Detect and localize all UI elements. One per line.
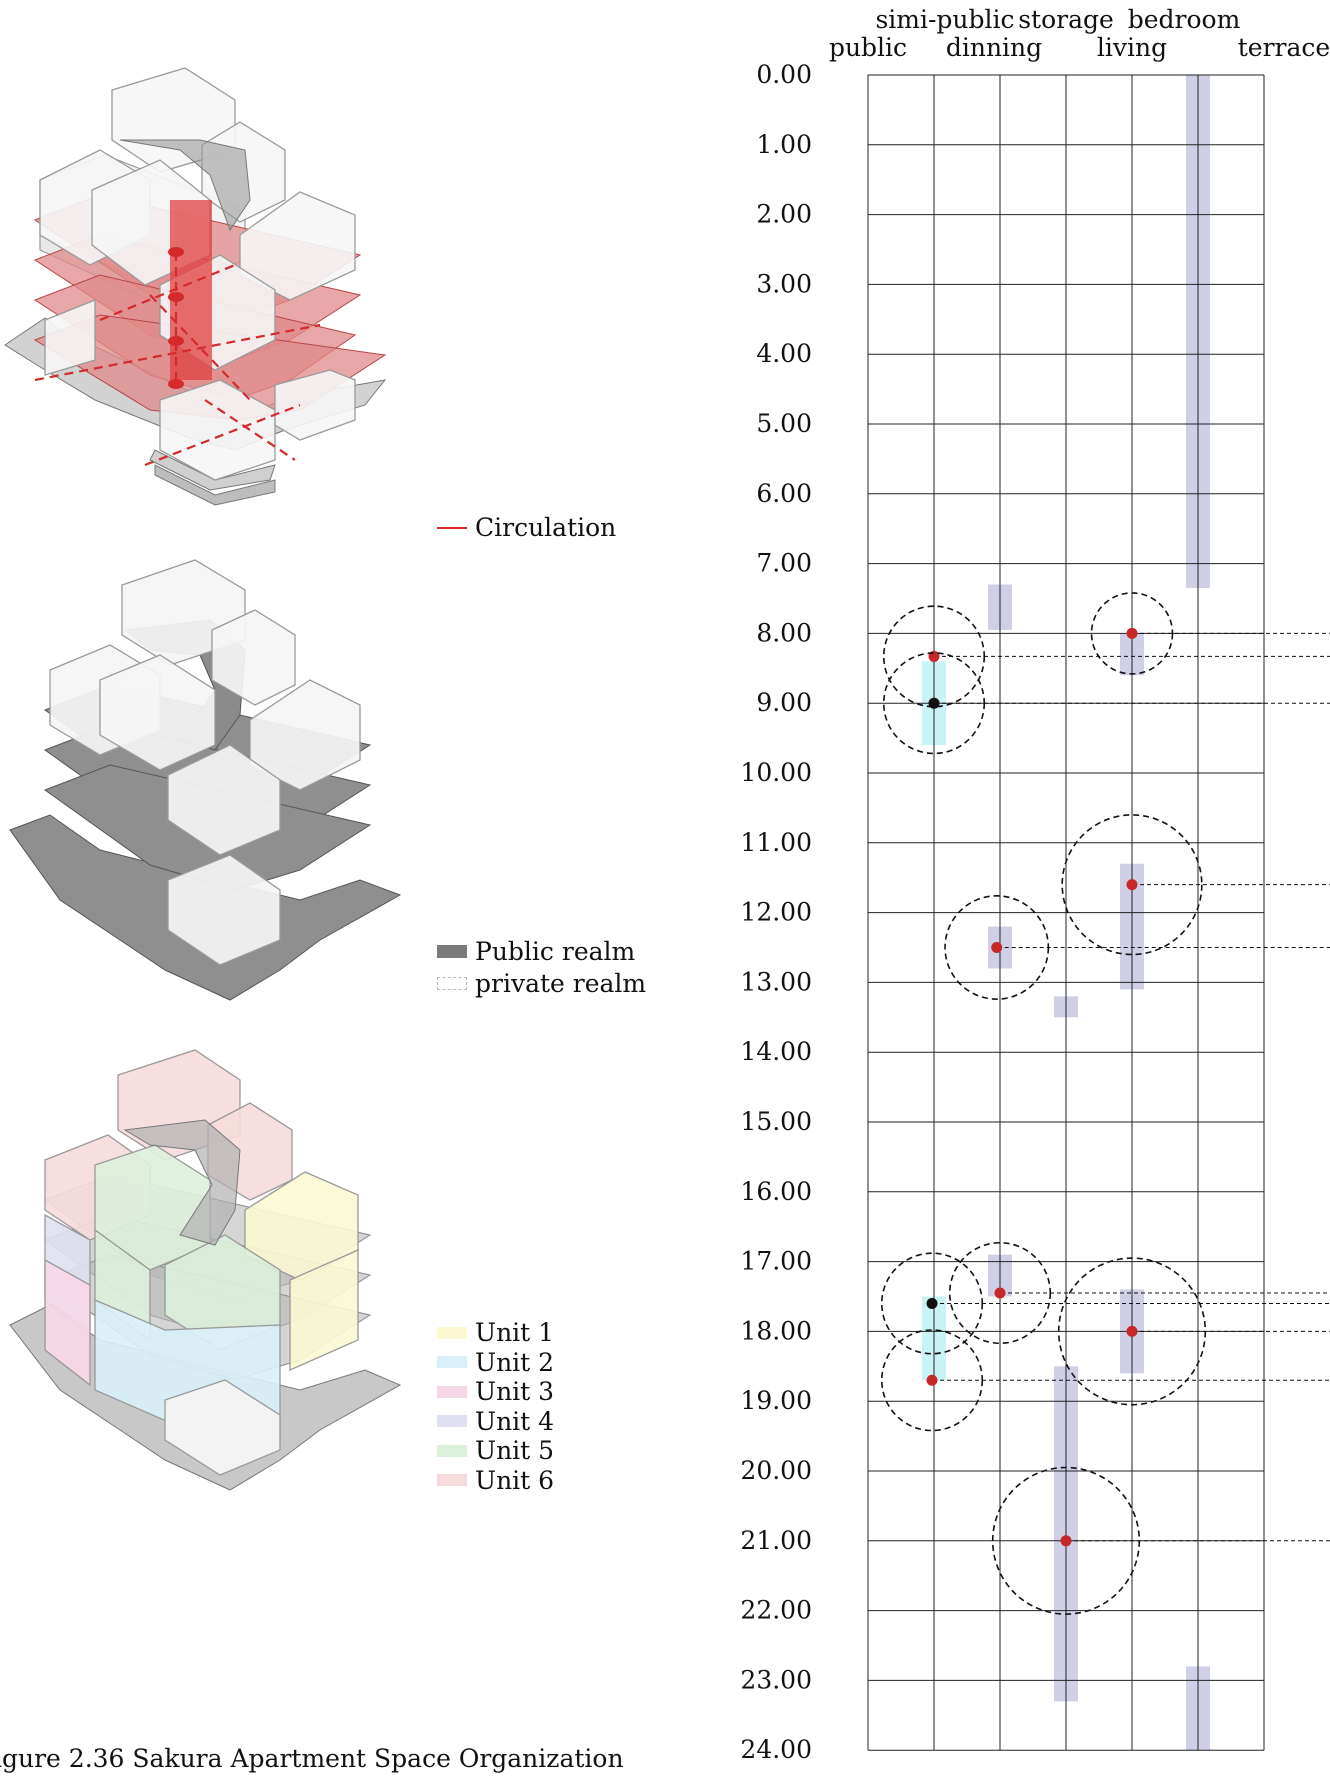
column-header-bottom: terrace — [1238, 33, 1330, 62]
circulation-diagram — [4, 67, 387, 506]
unit-5-swatch — [437, 1444, 467, 1457]
node-range-circle-3 — [1061, 814, 1203, 956]
unit-6-swatch — [437, 1474, 467, 1487]
y-tick-label: 4.00 — [756, 339, 812, 368]
y-tick-label: 5.00 — [756, 409, 812, 438]
node-range-circle-7 — [1057, 1257, 1207, 1406]
space-bar-2 — [1120, 633, 1144, 676]
unit-6-label: Unit 6 — [475, 1465, 555, 1495]
y-tick-label: 10.00 — [740, 758, 812, 787]
column-header-top: bedroom — [1128, 5, 1241, 34]
space-bar-3 — [922, 661, 946, 746]
node-point-8 — [926, 1374, 938, 1386]
space-bar-10 — [1054, 1366, 1078, 1702]
y-tick-label: 23.00 — [740, 1665, 812, 1694]
realm-legend: Public realm private realm — [437, 935, 646, 999]
y-tick-label: 20.00 — [740, 1456, 812, 1485]
circulation-legend: Circulation — [437, 511, 616, 544]
space-bar-8 — [922, 1296, 946, 1381]
space-bar-7 — [988, 1254, 1012, 1297]
y-tick-label: 22.00 — [740, 1596, 812, 1625]
space-bar-4 — [1120, 863, 1144, 990]
node-range-circle-8 — [880, 1329, 984, 1432]
node-range-circle-5 — [948, 1241, 1052, 1345]
y-tick-label: 16.00 — [740, 1177, 812, 1206]
y-tick-label: 18.00 — [740, 1316, 812, 1345]
y-tick-label: 12.00 — [740, 898, 812, 927]
y-tick-label: 21.00 — [740, 1526, 812, 1555]
units-legend: Unit 1 Unit 2 Unit 3 Unit 4 Unit 5 Unit … — [437, 1318, 554, 1495]
space-bar-6 — [1054, 996, 1078, 1018]
y-tick-label: 11.00 — [740, 828, 812, 857]
node-point-9 — [1060, 1535, 1072, 1547]
y-tick-label: 8.00 — [756, 618, 812, 647]
building-axonometric-diagrams — [4, 67, 402, 1491]
y-tick-label: 13.00 — [740, 967, 812, 996]
node-point-5 — [994, 1287, 1006, 1299]
unit-3-label: Unit 3 — [475, 1377, 555, 1407]
column-header-bottom: living — [1097, 33, 1167, 62]
unit-2-label: Unit 2 — [475, 1347, 555, 1377]
column-header-bottom: dinning — [946, 33, 1042, 62]
node-point-4 — [991, 942, 1003, 953]
node-range-circle-4 — [944, 895, 1050, 1000]
y-tick-label: 19.00 — [740, 1386, 812, 1415]
column-header-top: simi-public — [875, 5, 1014, 34]
node-point-7 — [1126, 1325, 1138, 1337]
y-tick-label: 14.00 — [740, 1037, 812, 1066]
y-tick-label: 3.00 — [756, 269, 812, 298]
realm-diagram — [9, 559, 402, 1001]
space-bar-5 — [988, 926, 1012, 969]
unit-5-label: Unit 5 — [475, 1436, 555, 1466]
node-range-circle-6 — [880, 1252, 984, 1355]
unit-4-label: Unit 4 — [475, 1406, 555, 1436]
space-bar-1 — [988, 584, 1012, 630]
y-tick-label: 24.00 — [740, 1735, 812, 1764]
column-header-bottom: public — [829, 33, 907, 62]
y-tick-label: 1.00 — [756, 130, 812, 159]
y-tick-label: 17.00 — [740, 1247, 812, 1276]
unit-4-swatch — [437, 1415, 467, 1428]
y-tick-label: 0.00 — [756, 60, 812, 89]
y-tick-label: 7.00 — [756, 549, 812, 578]
y-tick-label: 6.00 — [756, 479, 812, 508]
public-realm-swatch — [437, 944, 467, 958]
y-tick-label: 9.00 — [756, 688, 812, 717]
node-range-circle-0 — [1090, 592, 1174, 675]
node-point-0 — [1126, 627, 1138, 639]
column-header-top: storage — [1018, 5, 1114, 34]
unit-1-label: Unit 1 — [475, 1318, 555, 1348]
node-point-1 — [928, 650, 940, 662]
space-bar-9 — [1120, 1289, 1144, 1374]
figure-caption: igure 2.36 Sakura Apartment Space Organi… — [0, 1744, 624, 1773]
circulation-line-swatch — [437, 526, 467, 529]
private-realm-label: private realm — [475, 968, 647, 998]
space-bar-11 — [1186, 1666, 1210, 1751]
node-point-6 — [926, 1297, 938, 1309]
unit-1-swatch — [437, 1326, 467, 1339]
node-range-circle-2 — [882, 652, 986, 755]
y-tick-label: 2.00 — [756, 200, 812, 229]
public-realm-label: Public realm — [475, 936, 636, 966]
node-point-3 — [1126, 879, 1138, 891]
node-range-circle-9 — [991, 1466, 1141, 1615]
private-realm-swatch — [437, 976, 467, 990]
circulation-label: Circulation — [475, 513, 617, 542]
unit-2-swatch — [437, 1356, 467, 1369]
space-bar-0 — [1186, 75, 1210, 589]
node-range-circle-1 — [882, 605, 986, 708]
node-point-2 — [928, 697, 940, 709]
y-tick-label: 15.00 — [740, 1107, 812, 1136]
units-diagram — [9, 1049, 402, 1491]
unit-3-swatch — [437, 1385, 467, 1398]
